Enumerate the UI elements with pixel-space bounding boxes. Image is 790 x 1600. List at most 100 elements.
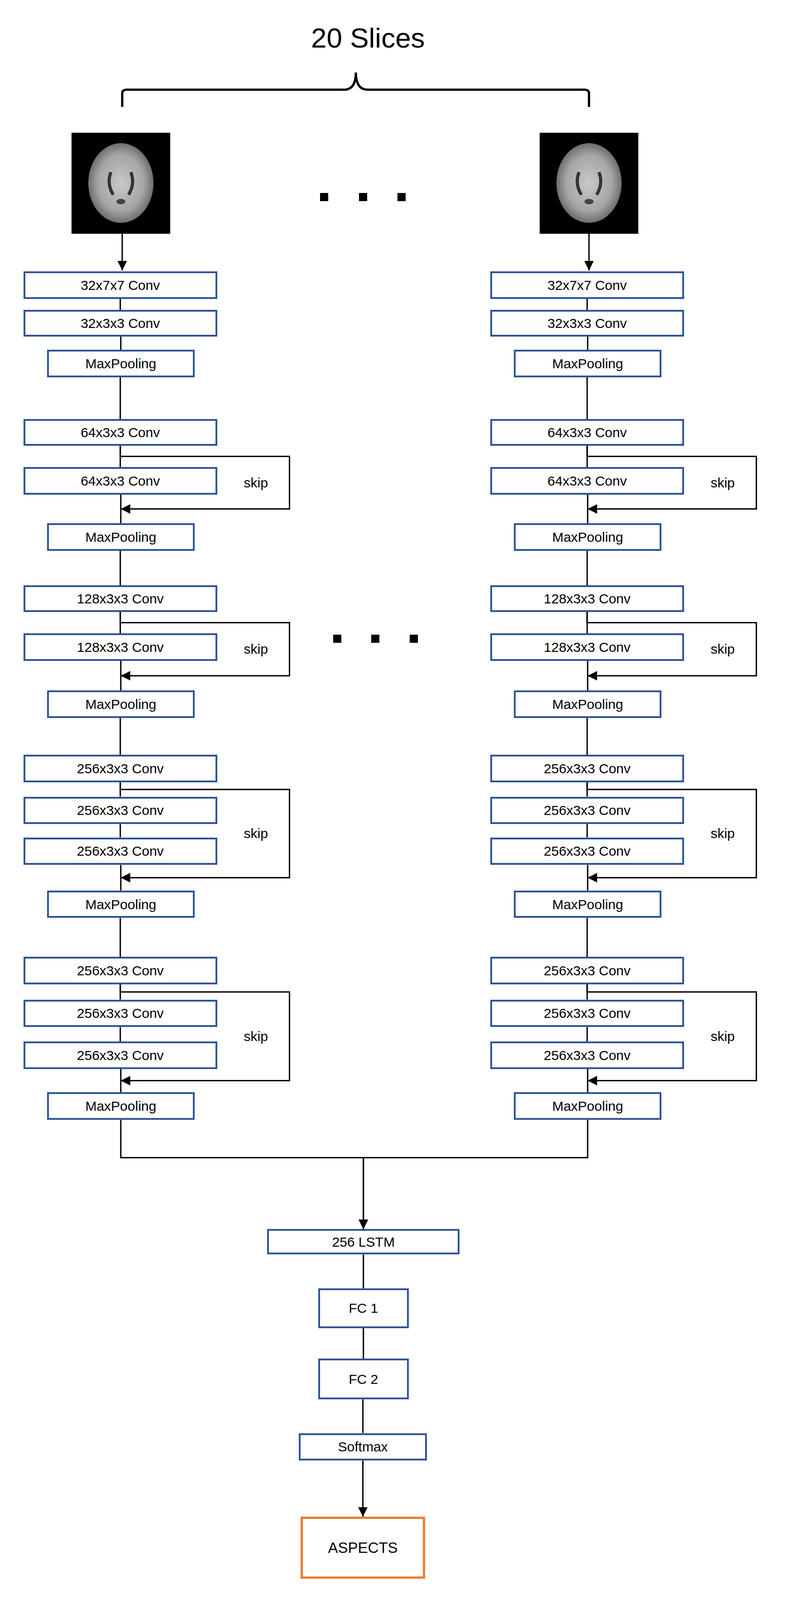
layer-label: MaxPooling	[85, 1097, 157, 1113]
layer-label: 256x3x3 Conv	[543, 760, 631, 776]
conv-layer: 32x7x7 Conv	[490, 271, 685, 299]
layer-label: 128x3x3 Conv	[543, 639, 631, 655]
maxpool-layer: MaxPooling	[513, 1091, 662, 1120]
maxpool-layer: MaxPooling	[47, 689, 195, 718]
flow-line	[586, 377, 588, 419]
flow-line	[119, 550, 121, 586]
maxpool-layer: MaxPooling	[47, 1091, 195, 1120]
ellipsis-dots	[320, 192, 406, 202]
fc-layer: FC 1	[318, 1287, 409, 1328]
conv-layer: 256x3x3 Conv	[490, 1040, 685, 1069]
layer-label: FC 1	[348, 1299, 379, 1315]
ellipsis-dots	[333, 634, 418, 643]
edge-label: skip	[710, 825, 735, 841]
conv-layer: 64x3x3 Conv	[23, 466, 218, 495]
layer-label: MaxPooling	[552, 1097, 624, 1113]
flow-line	[362, 1459, 364, 1516]
layer-label: Softmax	[338, 1438, 388, 1454]
flow-line	[586, 550, 588, 586]
layer-label: 256x3x3 Conv	[543, 1005, 631, 1020]
conv-layer: 64x3x3 Conv	[490, 418, 685, 446]
flow-line	[120, 1119, 364, 1229]
maxpool-layer: MaxPooling	[513, 522, 662, 551]
maxpool-layer: MaxPooling	[47, 890, 195, 918]
flow-line	[119, 377, 121, 419]
layer-label: 32x7x7 Conv	[547, 277, 627, 293]
layer-label: 64x3x3 Conv	[547, 424, 627, 440]
flow-line	[586, 917, 588, 957]
conv-layer: 32x7x7 Conv	[23, 271, 218, 299]
lstm-layer: 256 LSTM	[267, 1228, 460, 1254]
layer-label: MaxPooling	[552, 696, 624, 712]
maxpool-layer: MaxPooling	[513, 349, 662, 378]
layer-label: FC 2	[348, 1370, 379, 1386]
flow-line	[586, 298, 588, 311]
layer-label: MaxPooling	[85, 896, 157, 912]
layer-label: 64x3x3 Conv	[547, 473, 627, 489]
edge-label: skip	[710, 1028, 735, 1044]
flow-line	[362, 1253, 364, 1288]
edge-label: skip	[710, 641, 735, 657]
input-arrow	[588, 233, 590, 271]
flow-line	[119, 717, 121, 755]
conv-layer: 64x3x3 Conv	[490, 466, 685, 495]
conv-layer: 128x3x3 Conv	[23, 632, 218, 661]
layer-label: 128x3x3 Conv	[543, 590, 631, 606]
layer-label: 256x3x3 Conv	[543, 1047, 631, 1063]
flow-line	[119, 917, 121, 957]
layer-label: 32x7x7 Conv	[80, 277, 160, 293]
conv-layer: 256x3x3 Conv	[23, 837, 218, 865]
conv-layer: 32x3x3 Conv	[490, 309, 685, 337]
conv-layer: 256x3x3 Conv	[23, 796, 218, 824]
layer-label: MaxPooling	[552, 529, 624, 545]
conv-layer: 256x3x3 Conv	[23, 956, 218, 984]
conv-layer: 256x3x3 Conv	[23, 1040, 218, 1069]
layer-label: ASPECTS	[328, 1538, 398, 1556]
flow-line	[119, 1026, 121, 1041]
layer-label: MaxPooling	[85, 696, 157, 712]
layer-label: 32x3x3 Conv	[547, 315, 627, 331]
conv-layer: 256x3x3 Conv	[490, 999, 685, 1027]
conv-layer: 128x3x3 Conv	[490, 584, 685, 612]
flow-line	[586, 717, 588, 755]
layer-label: 256x3x3 Conv	[76, 1005, 164, 1020]
layer-label: 256x3x3 Conv	[76, 1047, 164, 1063]
conv-layer: 128x3x3 Conv	[23, 584, 218, 612]
conv-layer: 256x3x3 Conv	[490, 754, 685, 782]
slice-count-label: 20 Slices	[311, 21, 426, 54]
conv-layer: 256x3x3 Conv	[490, 956, 685, 984]
flow-line	[119, 823, 121, 837]
conv-layer: 256x3x3 Conv	[23, 999, 218, 1027]
mri-slice-image	[539, 132, 639, 234]
flow-line	[119, 298, 121, 311]
conv-layer: 64x3x3 Conv	[23, 418, 218, 446]
input-arrow	[121, 233, 124, 271]
layer-label: 256x3x3 Conv	[76, 760, 164, 776]
maxpool-layer: MaxPooling	[47, 349, 195, 378]
edge-label: skip	[243, 825, 268, 841]
conv-layer: 128x3x3 Conv	[490, 632, 685, 661]
flow-line	[586, 823, 588, 837]
edge-label: skip	[243, 474, 268, 491]
flow-line	[362, 1327, 364, 1359]
layer-label: MaxPooling	[85, 529, 157, 545]
layer-label: 64x3x3 Conv	[80, 424, 160, 440]
layer-label: 256x3x3 Conv	[76, 842, 164, 858]
layer-label: 64x3x3 Conv	[80, 473, 160, 489]
flow-line	[119, 336, 122, 350]
layer-label: 256x3x3 Conv	[543, 842, 631, 858]
edge-label: skip	[243, 641, 268, 657]
edge-label: skip	[710, 474, 735, 491]
layer-label: MaxPooling	[552, 355, 624, 371]
conv-layer: 32x3x3 Conv	[23, 309, 218, 337]
flow-line	[587, 336, 589, 350]
maxpool-layer: MaxPooling	[47, 522, 195, 551]
fc-layer: FC 2	[318, 1357, 409, 1399]
layer-label: 128x3x3 Conv	[76, 590, 164, 606]
maxpool-layer: MaxPooling	[513, 689, 662, 718]
mri-slice-image	[71, 132, 171, 234]
softmax-layer: Softmax	[298, 1432, 428, 1461]
flow-line	[362, 1398, 364, 1432]
conv-layer: 256x3x3 Conv	[23, 754, 218, 782]
